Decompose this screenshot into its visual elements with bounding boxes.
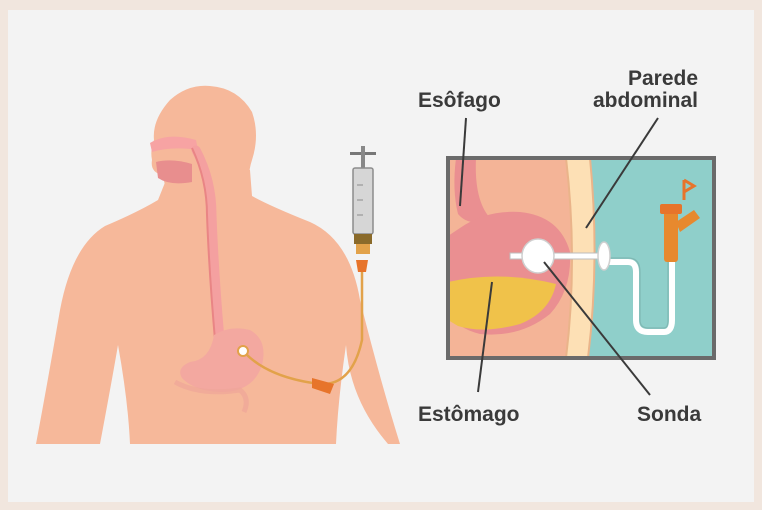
syringe [350,146,376,254]
label-esofago: Esôfago [418,90,501,112]
label-parede-line2: abdominal [593,90,698,112]
mouth [156,160,192,183]
label-sonda: Sonda [637,404,701,426]
tube-clamp [356,260,368,272]
external-bolster [598,242,610,270]
human-body [36,86,400,444]
inset-panel [448,158,714,358]
label-parede-line1: Parede [628,68,698,90]
label-estomago: Estômago [418,404,520,426]
